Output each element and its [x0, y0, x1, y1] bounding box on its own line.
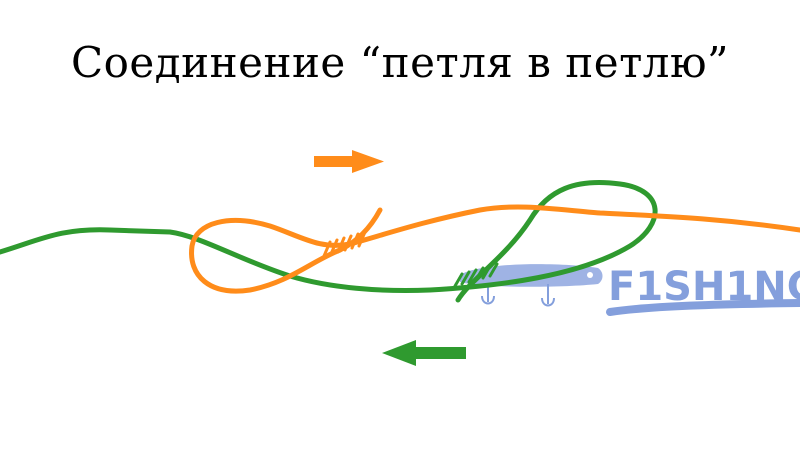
orange-line	[189, 204, 800, 294]
green-line	[0, 180, 658, 303]
green-knot-wraps	[453, 262, 499, 288]
logo-text: F1SH1NG	[608, 264, 800, 310]
page-title: Соединение “петля в петлю”	[70, 38, 730, 87]
orange-direction-arrow	[314, 150, 384, 173]
watermark-logo: F1SH1NG	[460, 264, 800, 316]
orange-knot-wraps	[322, 230, 367, 258]
green-direction-arrow	[382, 340, 466, 366]
logo-underline	[606, 299, 800, 316]
